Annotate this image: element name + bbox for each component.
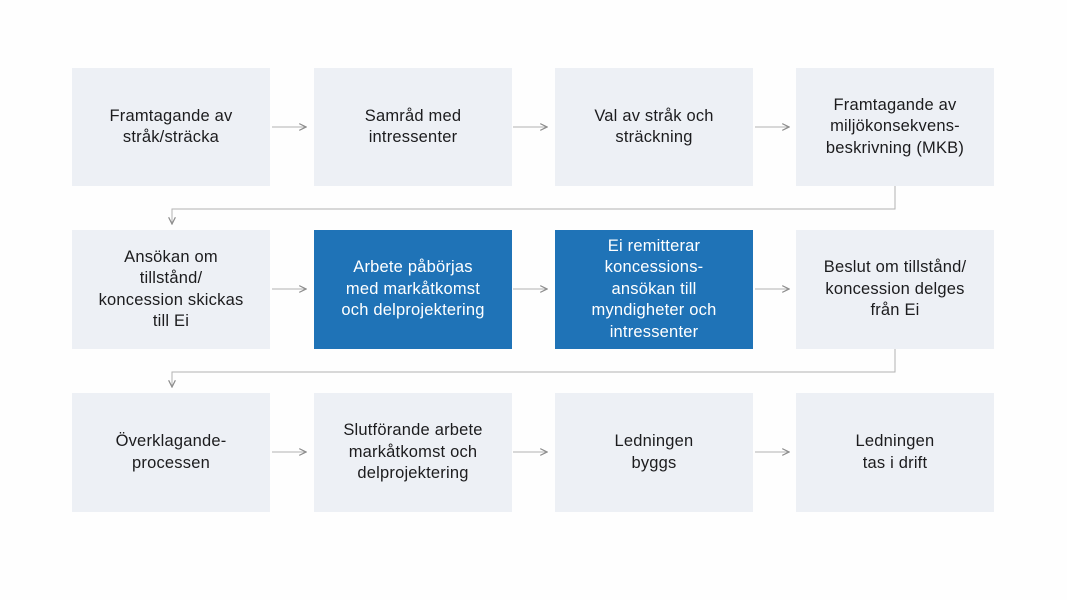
flow-step-mkb: Framtagande av miljökonsekvens- beskrivn…	[796, 68, 994, 186]
flow-step-beslut-tillstand: Beslut om tillstånd/ koncession delges f…	[796, 230, 994, 349]
flow-step-samrad-intressenter: Samråd med intressenter	[314, 68, 512, 186]
flow-step-ledningen-drift: Ledningen tas i drift	[796, 393, 994, 512]
flow-step-ledningen-byggs: Ledningen byggs	[555, 393, 753, 512]
connector-row2-to-row3	[172, 349, 896, 387]
flow-step-ansokan-tillstand: Ansökan om tillstånd/ koncession skickas…	[72, 230, 270, 349]
connector-row1-to-row2	[172, 186, 896, 224]
flow-step-framtagande-strak: Framtagande av stråk/sträcka	[72, 68, 270, 186]
flow-step-slutforande-arbete: Slutförande arbete markåtkomst och delpr…	[314, 393, 512, 512]
flow-step-arbete-paborjas: Arbete påbörjas med markåtkomst och delp…	[314, 230, 512, 349]
flow-step-val-av-strak: Val av stråk och sträckning	[555, 68, 753, 186]
flow-step-ei-remitterar: Ei remitterar koncessions- ansökan till …	[555, 230, 753, 349]
flow-step-overklagande: Överklagande- processen	[72, 393, 270, 512]
